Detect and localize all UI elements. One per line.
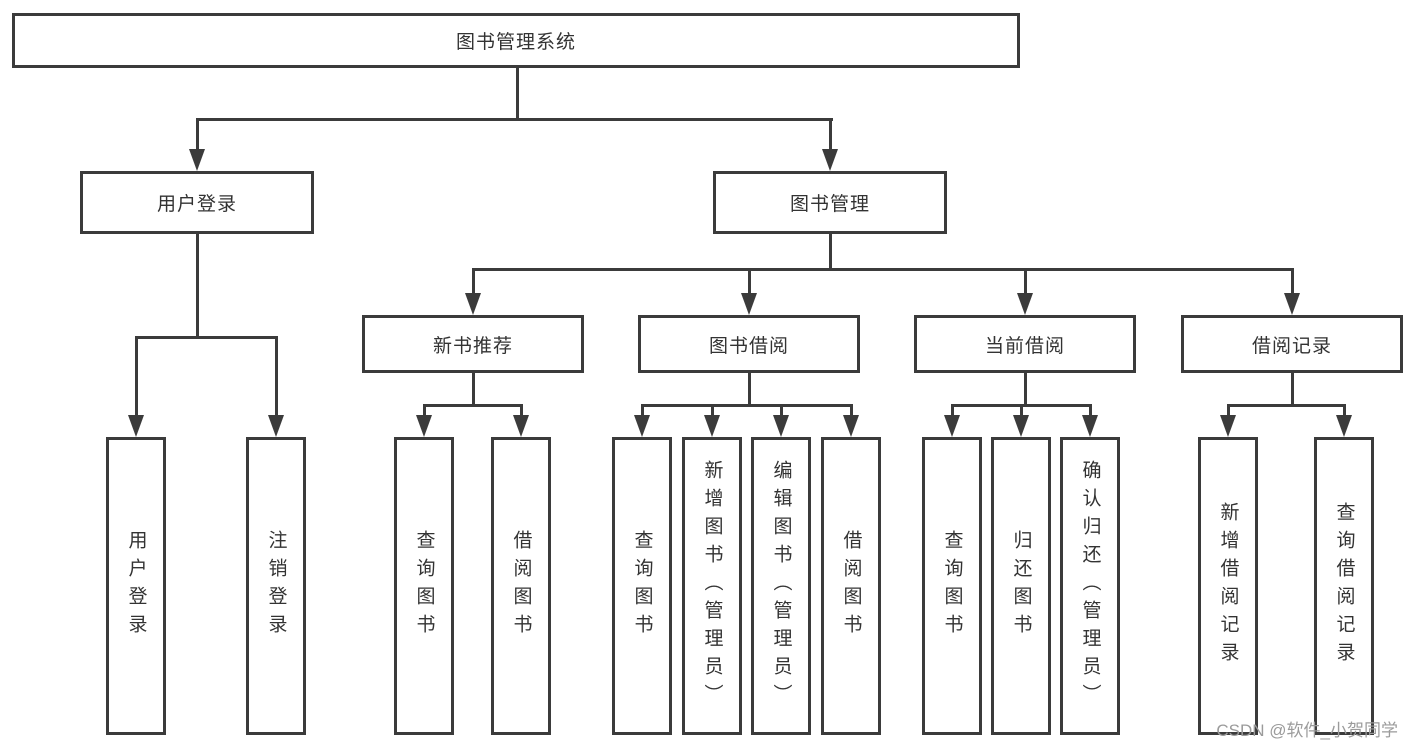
leaf-records-add-record-label: 新增借阅记录 bbox=[1217, 502, 1239, 670]
leaf-current-confirm-return-admin-label: 确认归还（管理员） bbox=[1079, 460, 1101, 712]
arrow-to-bookborrow-add bbox=[704, 415, 720, 437]
connector-records-stem bbox=[1291, 373, 1294, 404]
connector-stem-bookborrow-query bbox=[641, 404, 644, 416]
connector-user-login-stem bbox=[196, 234, 199, 336]
arrow-to-records-query bbox=[1336, 415, 1352, 437]
connector-stem-book-borrow bbox=[748, 268, 751, 294]
arrow-to-borrow-records bbox=[1284, 293, 1300, 315]
connector-stem-records-add bbox=[1227, 404, 1230, 416]
connector-stem-current-borrow bbox=[1024, 268, 1027, 294]
leaf-recommend-query-books: 查询图书 bbox=[394, 437, 454, 735]
leaf-current-query-books-label: 查询图书 bbox=[941, 530, 963, 642]
arrow-to-bookborrow-query bbox=[634, 415, 650, 437]
connector-stem-currentborrow-confirm bbox=[1089, 404, 1092, 416]
node-user-login: 用户登录 bbox=[80, 171, 314, 234]
leaf-recommend-borrow-books: 借阅图书 bbox=[491, 437, 551, 735]
arrow-to-book-management bbox=[822, 149, 838, 171]
leaf-records-query-record: 查询借阅记录 bbox=[1314, 437, 1374, 735]
leaf-recommend-borrow-books-label: 借阅图书 bbox=[510, 530, 532, 642]
leaf-borrow-add-books-admin-label: 新增图书（管理员） bbox=[701, 460, 723, 712]
leaf-current-return-books: 归还图书 bbox=[991, 437, 1051, 735]
connector-stem-records-query bbox=[1343, 404, 1346, 416]
connector-stem-currentborrow-query bbox=[951, 404, 954, 416]
arrow-to-currentborrow-query bbox=[944, 415, 960, 437]
leaf-current-confirm-return-admin: 确认归还（管理员） bbox=[1060, 437, 1120, 735]
connector-recommend-stem bbox=[472, 373, 475, 404]
connector-recommend-split bbox=[423, 404, 523, 407]
node-root: 图书管理系统 bbox=[12, 13, 1020, 68]
leaf-logout: 注销登录 bbox=[246, 437, 306, 735]
leaf-borrow-query-books-label: 查询图书 bbox=[631, 530, 653, 642]
leaf-borrow-query-books: 查询图书 bbox=[612, 437, 672, 735]
connector-stem-currentborrow-return bbox=[1020, 404, 1023, 416]
connector-book-management-stem bbox=[829, 234, 832, 268]
connector-stem-recommend-borrow bbox=[520, 404, 523, 416]
leaf-logout-label: 注销登录 bbox=[265, 530, 287, 642]
arrow-to-recommend-query bbox=[416, 415, 432, 437]
connector-stem-new-book-recommend bbox=[472, 268, 475, 294]
leaf-records-query-record-label: 查询借阅记录 bbox=[1333, 502, 1355, 670]
leaf-user-login: 用户登录 bbox=[106, 437, 166, 735]
connector-stem-bookborrow-edit bbox=[780, 404, 783, 416]
csdn-watermark: CSDN @软件_小贺同学 bbox=[1216, 721, 1398, 740]
arrow-to-book-borrow bbox=[741, 293, 757, 315]
leaf-borrow-edit-books-admin-label: 编辑图书（管理员） bbox=[770, 460, 792, 712]
connector-level2-split bbox=[472, 268, 1294, 271]
connector-stem-bookborrow-borrow bbox=[850, 404, 853, 416]
arrow-to-bookborrow-borrow bbox=[843, 415, 859, 437]
arrow-to-records-add bbox=[1220, 415, 1236, 437]
arrow-to-currentborrow-confirm bbox=[1082, 415, 1098, 437]
leaf-borrow-add-books-admin: 新增图书（管理员） bbox=[682, 437, 742, 735]
leaf-borrow-edit-books-admin: 编辑图书（管理员） bbox=[751, 437, 811, 735]
connector-records-split bbox=[1227, 404, 1346, 407]
leaf-borrow-borrow-books: 借阅图书 bbox=[821, 437, 881, 735]
leaf-borrow-borrow-books-label: 借阅图书 bbox=[840, 530, 862, 642]
arrow-to-bookborrow-edit bbox=[773, 415, 789, 437]
leaf-current-return-books-label: 归还图书 bbox=[1010, 530, 1032, 642]
connector-currentborrow-stem bbox=[1024, 373, 1027, 404]
arrow-to-leaf-user-login bbox=[128, 415, 144, 437]
connector-stem-user-login bbox=[196, 118, 199, 150]
connector-stem-borrow-records bbox=[1291, 268, 1294, 294]
connector-bookborrow-stem bbox=[748, 373, 751, 404]
connector-level1-split bbox=[196, 118, 833, 121]
connector-stem-bookborrow-add bbox=[711, 404, 714, 416]
leaf-records-add-record: 新增借阅记录 bbox=[1198, 437, 1258, 735]
arrow-to-currentborrow-return bbox=[1013, 415, 1029, 437]
connector-stem-leaf-logout bbox=[275, 336, 278, 416]
node-book-borrow: 图书借阅 bbox=[638, 315, 860, 373]
connector-user-login-split bbox=[135, 336, 278, 339]
connector-stem-book-management bbox=[829, 118, 832, 150]
arrow-to-current-borrow bbox=[1017, 293, 1033, 315]
arrow-to-recommend-borrow bbox=[513, 415, 529, 437]
node-book-management: 图书管理 bbox=[713, 171, 947, 234]
node-current-borrow: 当前借阅 bbox=[914, 315, 1136, 373]
arrow-to-new-book-recommend bbox=[465, 293, 481, 315]
arrow-to-leaf-logout bbox=[268, 415, 284, 437]
leaf-current-query-books: 查询图书 bbox=[922, 437, 982, 735]
connector-bookborrow-split bbox=[641, 404, 853, 407]
arrow-to-user-login bbox=[189, 149, 205, 171]
leaf-user-login-label: 用户登录 bbox=[125, 530, 147, 642]
node-borrow-records: 借阅记录 bbox=[1181, 315, 1403, 373]
connector-stem-leaf-user-login bbox=[135, 336, 138, 416]
connector-root-stem bbox=[516, 68, 519, 118]
node-new-book-recommend: 新书推荐 bbox=[362, 315, 584, 373]
leaf-recommend-query-books-label: 查询图书 bbox=[413, 530, 435, 642]
connector-stem-recommend-query bbox=[423, 404, 426, 416]
